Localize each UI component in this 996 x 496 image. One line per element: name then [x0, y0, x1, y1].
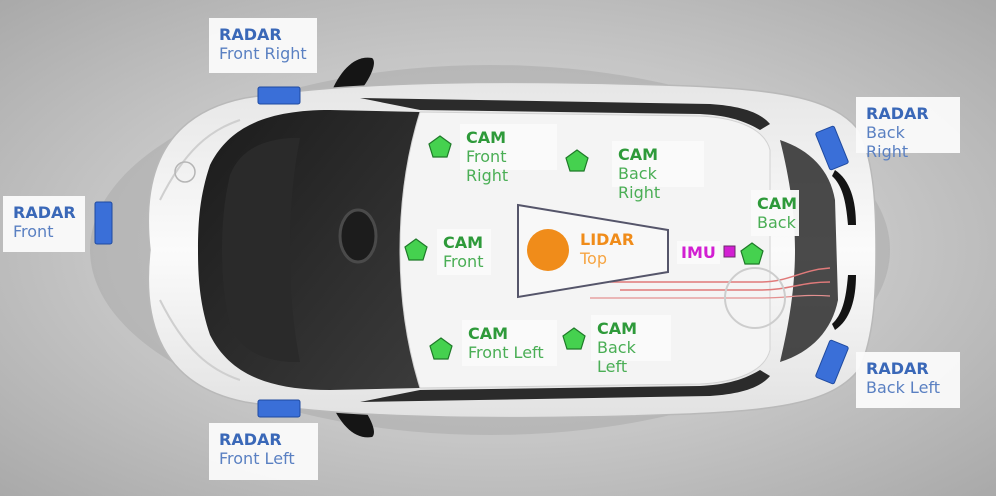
- imu-sensor: [723, 245, 736, 258]
- roof-line-3: [590, 294, 831, 299]
- radar-front-type: RADAR: [13, 203, 76, 222]
- radar-front-right-block: [257, 86, 301, 105]
- cam-front-right-position: Front Right: [466, 147, 509, 186]
- cam-front-right-label: CAM Front Right: [460, 124, 557, 185]
- roof-line-2: [620, 281, 831, 291]
- cam-back-left-type: CAM: [597, 319, 638, 338]
- radar-front-position: Front: [13, 222, 54, 242]
- cam-front-marker: [404, 238, 428, 261]
- radar-front-left-label: RADAR Front Left: [209, 423, 318, 480]
- lidar-type: LIDAR: [580, 230, 635, 249]
- lidar-mount: [517, 203, 669, 299]
- cam-back-type: CAM: [757, 194, 798, 213]
- cam-back-position: Back: [757, 213, 796, 233]
- lidar-position: Top: [580, 249, 607, 269]
- cam-front-type: CAM: [443, 233, 484, 252]
- lidar-label: LIDAR Top: [580, 230, 634, 268]
- tail-light-bottom: [832, 275, 856, 330]
- cam-back-left-marker: [562, 327, 586, 350]
- cam-back-left-label: CAM Back Left: [591, 315, 671, 376]
- cam-front-left-position: Front Left: [468, 343, 544, 363]
- roof-line-1: [610, 267, 831, 283]
- cam-front-left-label: CAM Front Left: [462, 320, 557, 366]
- cam-back-right-type: CAM: [618, 145, 659, 164]
- tail-light-top: [832, 170, 856, 225]
- radar-front-right-label: RADAR Front Right: [209, 18, 317, 73]
- cam-front-label: CAM Front: [437, 229, 491, 275]
- radar-back-left-label: RADAR Back Left: [856, 352, 960, 408]
- cam-back-marker: [740, 242, 764, 265]
- radar-back-right-label: RADAR Back Right: [856, 97, 960, 161]
- hood-line-bottom: [159, 299, 241, 381]
- radar-front-block: [94, 201, 113, 245]
- cam-back-label: CAM Back: [751, 190, 799, 236]
- cam-front-right-marker: [428, 135, 452, 158]
- radar-back-right-type: RADAR: [866, 104, 929, 123]
- cam-front-right-type: CAM: [466, 128, 507, 147]
- imu-label: IMU: [677, 241, 720, 264]
- dashboard: [222, 138, 300, 362]
- hood-emblem: [174, 161, 196, 183]
- cam-back-right-label: CAM Back Right: [612, 141, 704, 202]
- radar-front-left-position: Front Left: [219, 449, 295, 469]
- radar-front-right-type: RADAR: [219, 25, 282, 44]
- radar-back-left-block: [815, 339, 849, 385]
- side-window-bottom: [360, 370, 770, 402]
- hood-line-top: [159, 119, 241, 201]
- radar-front-left-type: RADAR: [219, 430, 282, 449]
- steering-wheel: [338, 208, 378, 264]
- roof-emblem: [724, 267, 786, 329]
- radar-back-right-block: [815, 125, 849, 171]
- cam-back-left-position: Back Left: [597, 338, 636, 377]
- radar-front-label: RADAR Front: [3, 196, 85, 252]
- radar-front-left-block: [257, 399, 301, 418]
- cam-front-position: Front: [443, 252, 484, 272]
- lidar-sensor: [527, 229, 569, 271]
- radar-back-right-position: Back Right: [866, 123, 909, 162]
- cam-front-left-type: CAM: [468, 324, 509, 343]
- radar-front-right-position: Front Right: [219, 44, 307, 64]
- cam-back-right-marker: [565, 149, 589, 172]
- side-window-top: [360, 98, 770, 130]
- radar-back-left-type: RADAR: [866, 359, 929, 378]
- cam-front-left-marker: [429, 337, 453, 360]
- cam-back-right-position: Back Right: [618, 164, 661, 203]
- radar-back-left-position: Back Left: [866, 378, 941, 398]
